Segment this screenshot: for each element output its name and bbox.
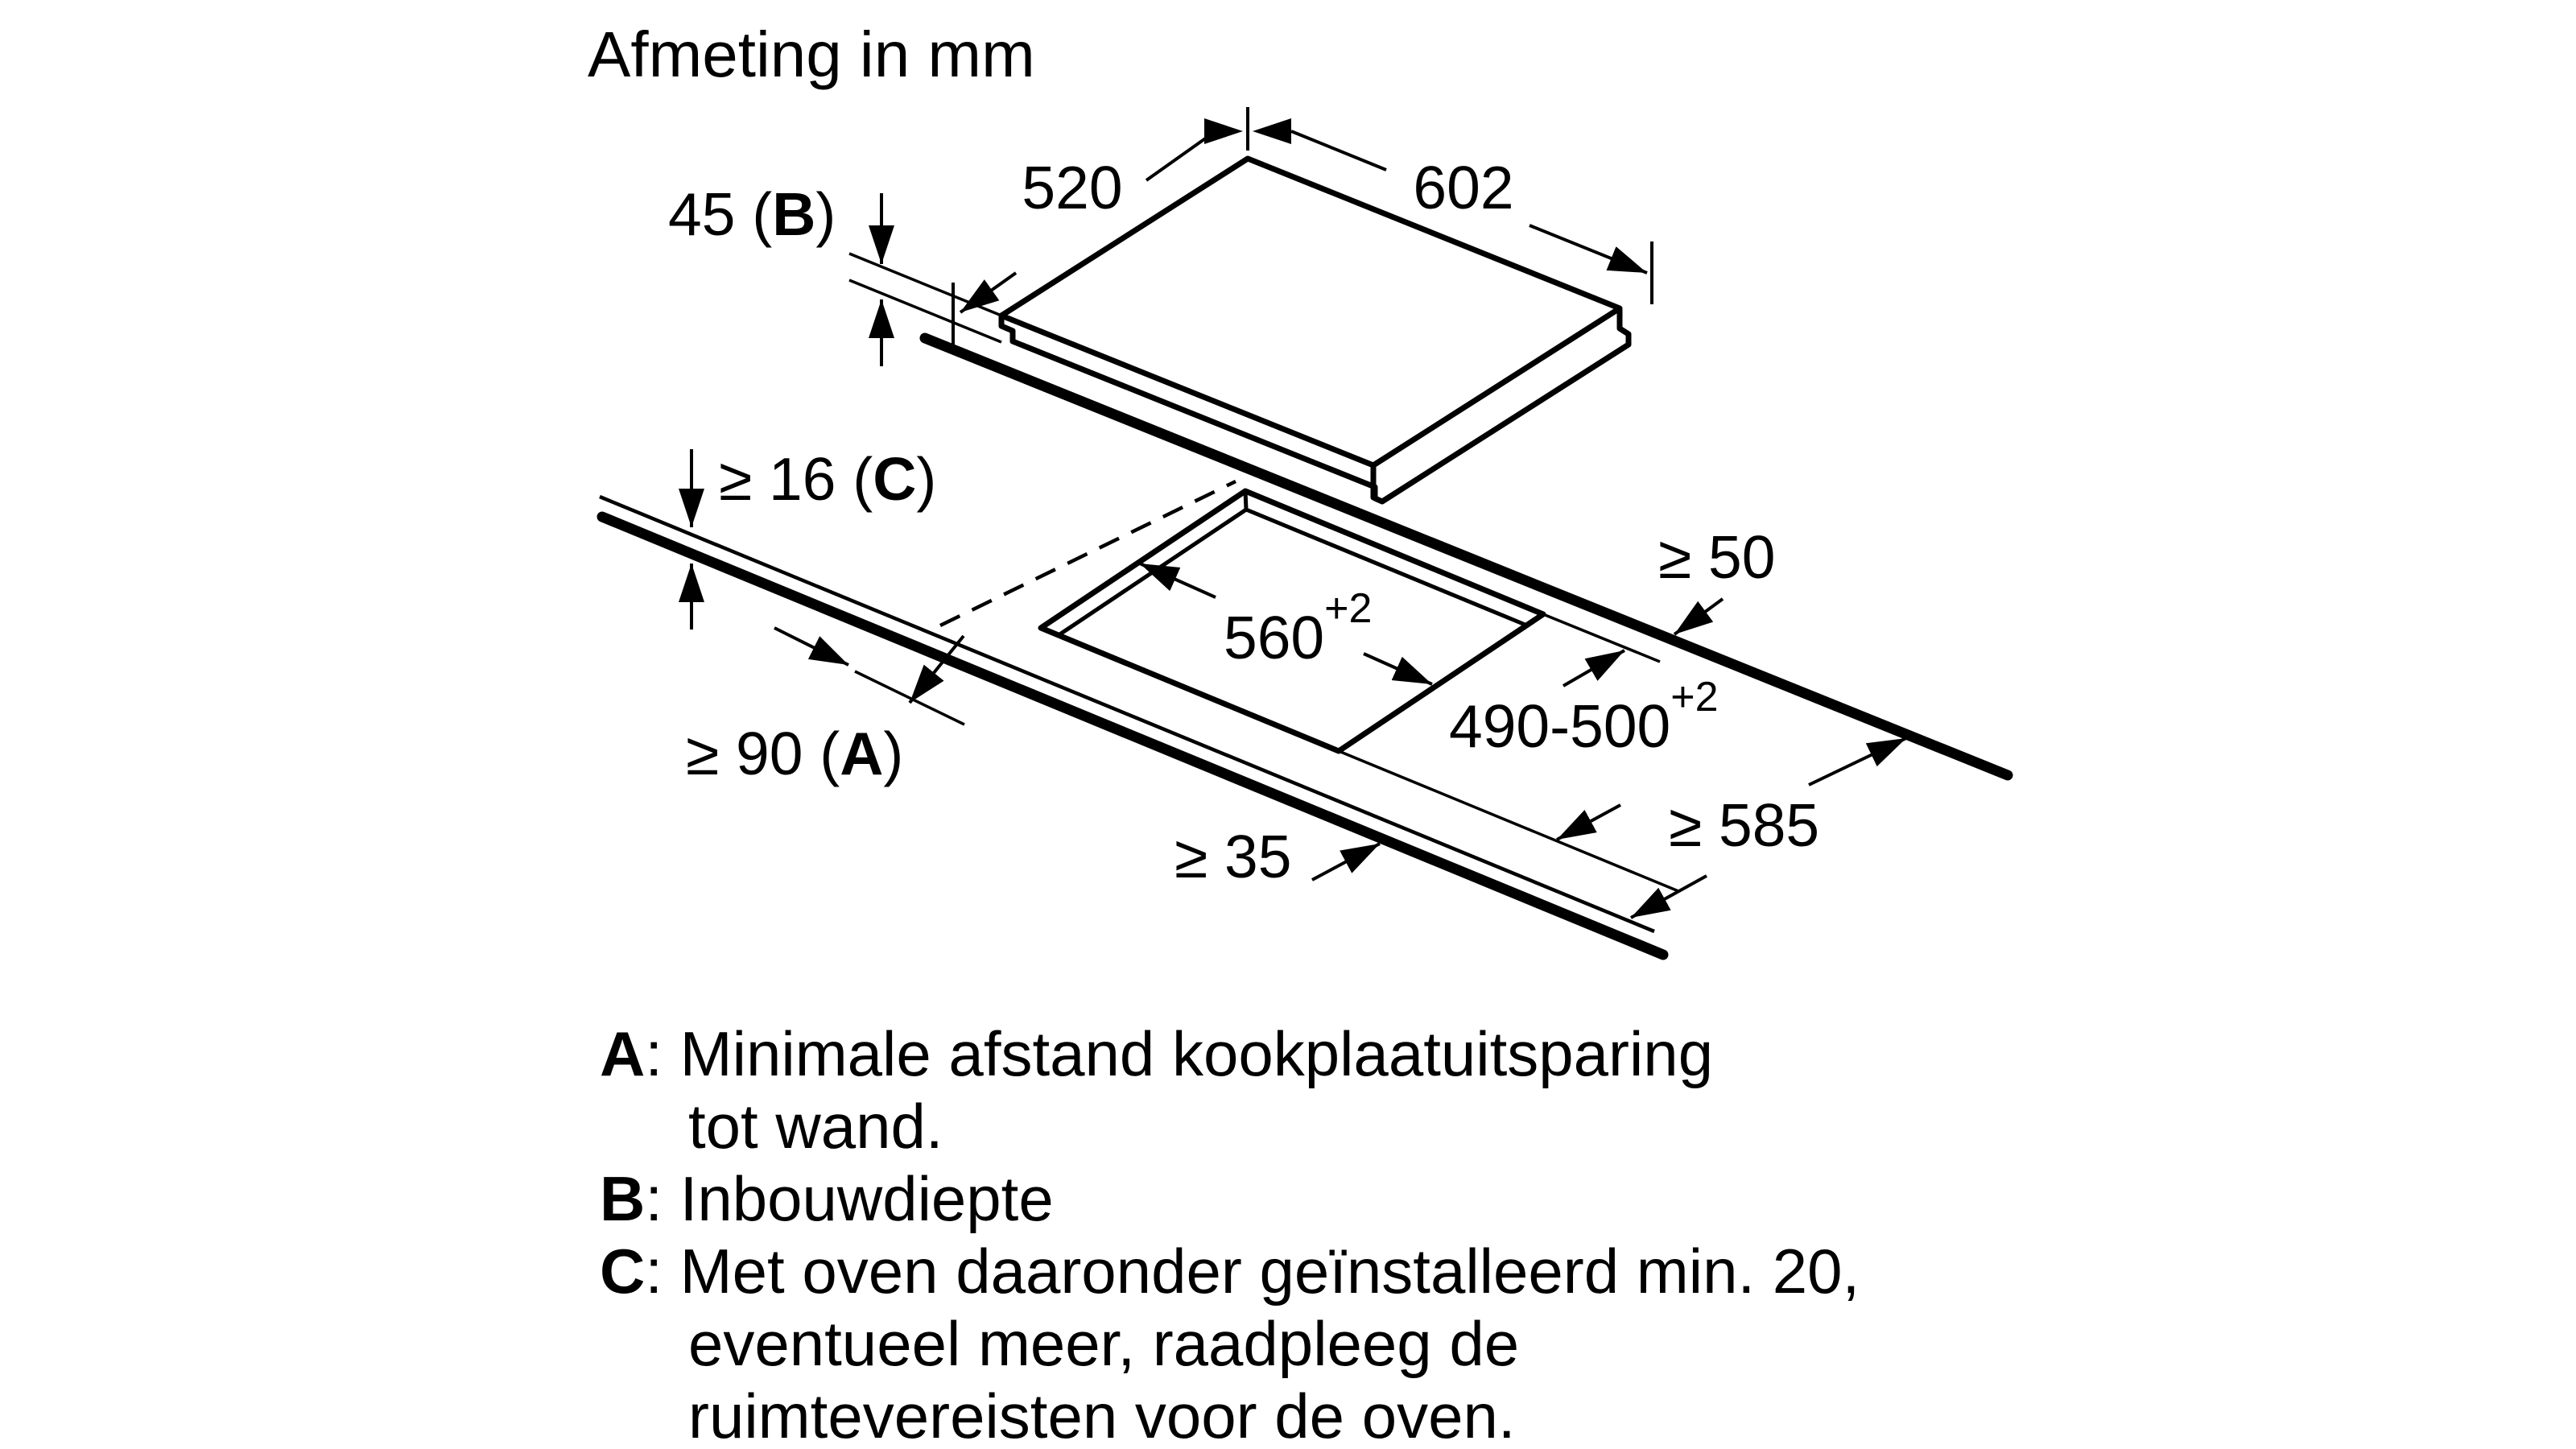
legend-key-c: C bbox=[600, 1236, 645, 1307]
arrow bbox=[1311, 842, 1381, 881]
wall-distance-key: A bbox=[840, 720, 883, 787]
worktop-thickness-label: ≥ 16 (C) bbox=[719, 445, 936, 513]
dim-560: 560+2 bbox=[1139, 562, 1433, 686]
legend-line-c2: eventueel meer, raadpleeg de bbox=[688, 1308, 1519, 1379]
legend-key-a: A bbox=[600, 1018, 645, 1089]
arrow-upper bbox=[1808, 737, 1907, 786]
arrow-lower bbox=[1556, 803, 1621, 841]
cutout-width-tolerance: +2 bbox=[1324, 585, 1372, 632]
arrow-right bbox=[908, 634, 965, 704]
cutout-depth-tolerance: +2 bbox=[1670, 674, 1718, 720]
worktop-thickness-suffix: ) bbox=[916, 445, 936, 513]
dim-16-c: ≥ 16 (C) bbox=[679, 445, 936, 630]
legend-line-c3: ruimtevereisten voor de oven. bbox=[688, 1381, 1516, 1449]
worktop-rear-wall-line bbox=[919, 332, 2013, 781]
dim-90-a: ≥ 90 (A) bbox=[686, 626, 965, 787]
worktop bbox=[597, 332, 2013, 960]
dim-520: 520 bbox=[952, 130, 1217, 345]
legend: A: Minimale afstand kookplaatuitsparing … bbox=[600, 1018, 1860, 1449]
cutout-inner-back-edge bbox=[1245, 507, 1528, 628]
build-depth-suffix: ) bbox=[815, 180, 836, 248]
hob-depth-label: 520 bbox=[1022, 154, 1122, 221]
extension-line-back bbox=[1542, 613, 1661, 663]
dim-50: ≥ 50 bbox=[1658, 523, 1775, 636]
hob-bottom-extension-line bbox=[848, 279, 1002, 344]
build-depth-key: B bbox=[772, 180, 815, 248]
legend-text-b: : Inbouwdiepte bbox=[645, 1163, 1053, 1234]
front-edge-min-label: ≥ 35 bbox=[1174, 823, 1291, 890]
wall-distance-prefix: ≥ 90 ( bbox=[686, 720, 840, 787]
legend-text-c: : Met oven daaronder geïnstalleerd min. … bbox=[645, 1236, 1860, 1307]
cutout-corner-tick bbox=[1243, 490, 1249, 510]
cutout-width-label: 560+2 bbox=[1224, 585, 1372, 671]
legend-line-c1: C: Met oven daaronder geïnstalleerd min.… bbox=[600, 1236, 1860, 1307]
rear-clearance-label: ≥ 50 bbox=[1658, 523, 1775, 591]
hob bbox=[998, 155, 1632, 505]
worktop-thickness-key: C bbox=[873, 445, 916, 513]
dim-arrow bbox=[959, 271, 1018, 314]
page-title: Afmeting in mm bbox=[588, 19, 1035, 90]
legend-line-a2: tot wand. bbox=[688, 1091, 943, 1162]
dim-line bbox=[1145, 130, 1217, 182]
dim-35: ≥ 35 bbox=[1174, 823, 1381, 890]
dim-585: ≥ 585 bbox=[1630, 737, 1907, 919]
dim-602: 602 bbox=[1290, 130, 1653, 304]
extension-line-front bbox=[1338, 749, 1679, 893]
dim-line bbox=[1290, 130, 1387, 171]
arrow-upper-left bbox=[1139, 562, 1216, 599]
worktop-front-edge-bottom-line bbox=[597, 511, 1669, 960]
hidden-alignment-dashed-line bbox=[939, 479, 1236, 628]
wall-distance-label: ≥ 90 (A) bbox=[686, 720, 903, 787]
arrow bbox=[1673, 597, 1724, 636]
arrowhead-602-icon bbox=[1253, 118, 1291, 144]
worktop-thickness-prefix: ≥ 16 ( bbox=[719, 445, 873, 513]
build-depth-label: 45 (B) bbox=[668, 180, 836, 248]
cutout-depth-label: 490-500+2 bbox=[1449, 674, 1719, 760]
cutout-width-base: 560 bbox=[1224, 604, 1324, 671]
arrowhead-520-icon bbox=[1204, 118, 1243, 144]
arrow-lower-right bbox=[1363, 652, 1433, 686]
dim-520-602-anchor bbox=[1204, 107, 1291, 151]
legend-text-a: : Minimale afstand kookplaatuitsparing bbox=[645, 1018, 1713, 1089]
worktop-depth-min-label: ≥ 585 bbox=[1669, 791, 1819, 859]
worktop-front-edge-top-line bbox=[599, 494, 1655, 934]
legend-line-b1: B: Inbouwdiepte bbox=[600, 1163, 1054, 1234]
dim-490-500: 490-500+2 bbox=[1338, 613, 1719, 893]
cutout-depth-base: 490-500 bbox=[1449, 692, 1670, 760]
hob-width-label: 602 bbox=[1413, 154, 1513, 221]
legend-line-a1: A: Minimale afstand kookplaatuitsparing bbox=[600, 1018, 1713, 1089]
wall-distance-suffix: ) bbox=[883, 720, 903, 787]
arrow-lower bbox=[1630, 874, 1707, 919]
build-depth-prefix: 45 ( bbox=[668, 180, 772, 248]
arrow-left bbox=[774, 626, 849, 667]
legend-key-b: B bbox=[600, 1163, 645, 1234]
dim-arrow bbox=[1529, 224, 1648, 275]
arrow-upper bbox=[1562, 649, 1626, 687]
dim-45-b: 45 (B) bbox=[668, 180, 1002, 366]
